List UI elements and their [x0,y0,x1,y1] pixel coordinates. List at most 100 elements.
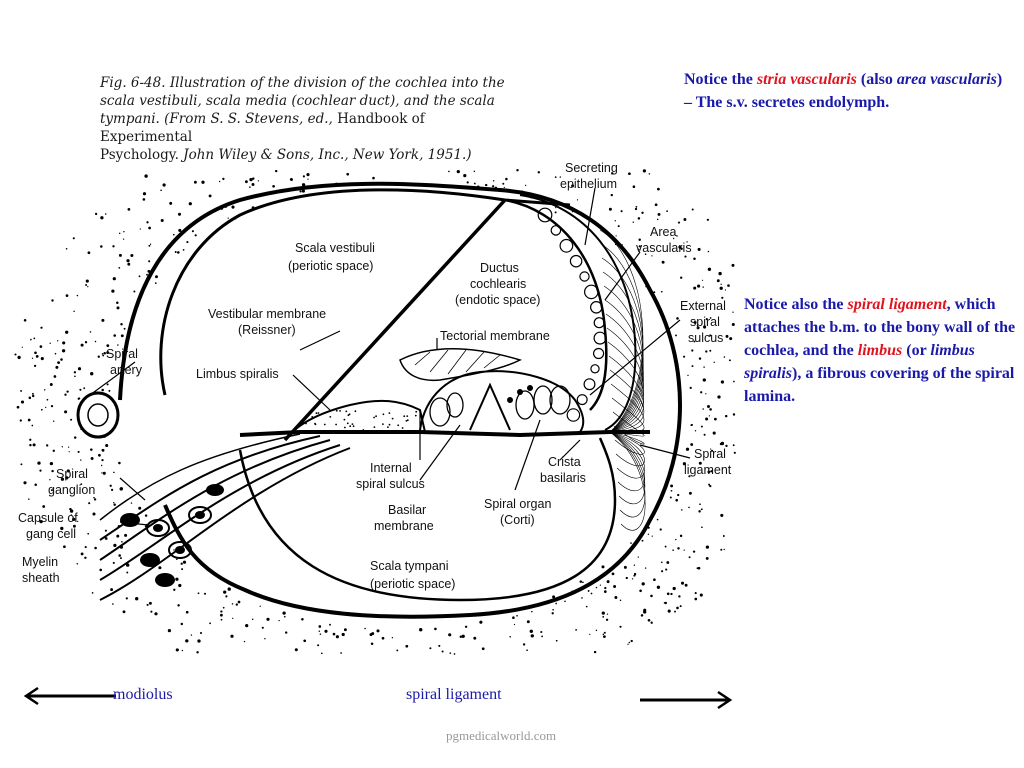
stipple-dot [564,600,566,603]
stipple-dot [419,628,423,632]
limbus-dot [403,415,406,418]
stipple-dot [637,556,639,558]
stipple-dot [714,417,717,421]
stipple-dot [610,193,613,197]
stipple-dot [188,202,192,206]
stipple-dot [46,444,49,447]
stipple-dot [688,491,692,495]
stipple-dot [173,549,175,551]
stipple-dot [438,644,441,647]
stipple-dot [672,549,674,551]
stipple-dot [104,537,108,540]
stipple-dot [690,423,693,426]
stipple-dot [57,340,59,342]
stipple-dot [603,635,606,638]
stipple-dot [672,237,675,240]
stria-vascularis [504,198,608,411]
stipple-dot [459,635,463,639]
stipple-dot [149,243,152,245]
stria-cell [550,225,562,236]
caption-line-4: Psychology. John Wiley & Sons, Inc., New… [100,146,510,164]
stipple-dot [554,211,557,214]
stipple-dot [220,618,223,621]
stipple-dot [222,177,225,181]
stipple-dot [235,603,238,606]
stipple-dot [105,443,109,448]
stipple-dot [257,180,260,182]
stipple-dot [87,285,89,288]
stipple-dot [93,498,97,501]
stipple-dot [693,257,696,261]
stipple-dot [685,447,690,451]
stipple-dot [249,177,253,182]
stipple-dot [112,603,114,605]
stipple-dot [209,622,211,625]
stipple-dot [29,443,32,447]
stipple-dot [167,628,172,633]
stipple-dot [732,413,736,416]
stipple-dot [87,251,91,255]
stipple-dot [90,372,94,376]
stipple-dot [595,629,598,632]
stipple-dot [94,212,98,216]
stipple-dot [683,549,685,551]
stipple-dot [696,324,699,327]
stipple-dot [682,462,687,466]
stipple-dot [461,634,465,638]
stria-cell [537,207,553,223]
stipple-dot [117,344,119,346]
caption-line-3-plain: Handbook of Experimental [100,111,425,145]
stipple-dot [651,255,653,257]
stipple-dot [526,649,528,652]
stipple-dot [118,266,121,269]
stipple-dot [278,619,280,622]
stipple-dot [301,183,306,187]
stipple-dot [118,253,122,257]
stipple-dot [275,169,278,173]
stipple-dot [108,389,111,392]
stipple-dot [434,627,437,631]
stipple-dot [101,388,104,392]
label-sheath: sheath [22,571,60,585]
stipple-dot [57,361,60,364]
stipple-dot [34,483,37,486]
stipple-dot [481,647,485,651]
stipple-dot [513,623,516,626]
stipple-dot [615,235,617,237]
stipple-dot [680,581,685,585]
stipple-dot [64,410,68,414]
stipple-dot [118,232,121,235]
stipple-dot [113,471,115,474]
ligament-fiber [608,355,644,433]
stipple-dot [116,306,120,310]
basilar-membrane [239,430,650,438]
stipple-dot [60,358,63,361]
stipple-dot [83,387,86,390]
stipple-dot [65,248,68,250]
limbus-dot [406,419,409,422]
note1-area-vascularis: area vascularis [896,71,997,88]
stipple-dot [650,594,653,598]
ligament-fiber [605,313,644,433]
stipple-dot [581,597,583,599]
stipple-dot [320,652,323,655]
stipple-dot [505,177,508,181]
stipple-dot [285,631,288,634]
label-epithelium: epithelium [560,177,617,191]
label-secreting: Secreting [565,161,618,175]
stipple-dot [369,633,373,637]
stipple-dot [84,341,88,344]
stipple-dot [120,334,124,338]
stipple-dot [148,260,151,263]
left-arrow-icon [23,686,116,706]
stipple-dot [94,546,97,550]
stipple-dot [52,420,55,422]
stipple-dot [112,245,115,248]
stipple-dot [67,446,70,448]
stipple-dot [531,610,533,613]
stipple-dot [231,205,235,209]
stipple-dot [93,496,95,499]
stipple-dot [185,610,189,614]
stipple-dot [84,556,87,559]
